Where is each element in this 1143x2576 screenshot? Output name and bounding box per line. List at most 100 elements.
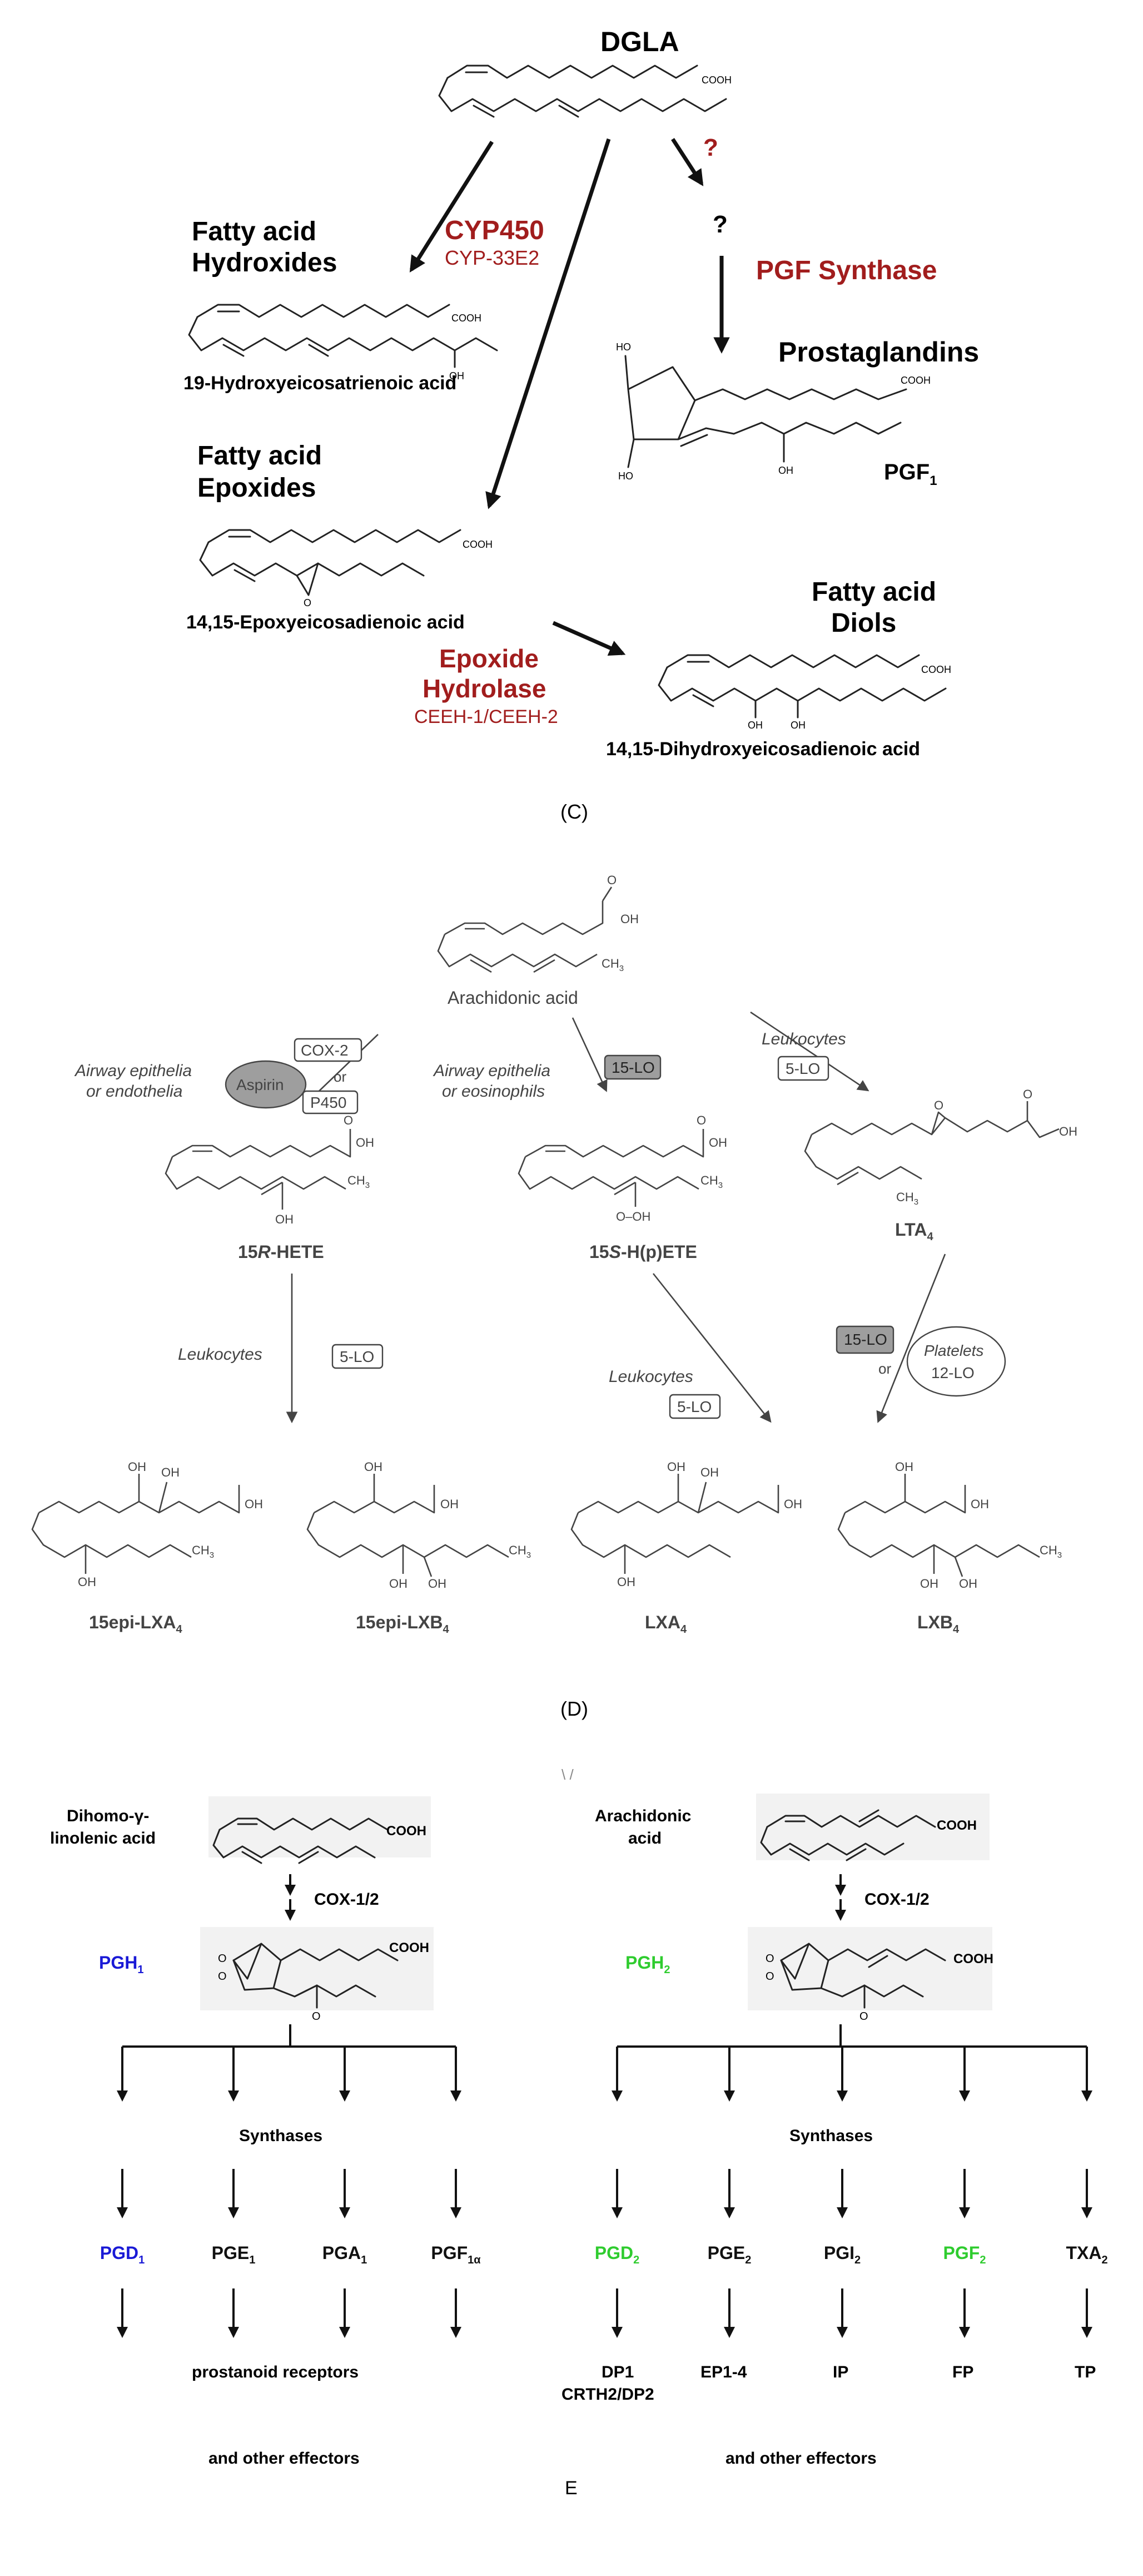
panel-d: OH O CH3 Arachidonic acid Airway epithel…	[0, 0, 1077, 1720]
epi-lxa4-oh-1: OH	[128, 1460, 146, 1474]
diol-structure	[658, 654, 947, 719]
left-branch-tree	[117, 2024, 461, 2102]
leukocytes-label-top: Leukocytes	[762, 1030, 846, 1048]
pgh2-cooh: COOH	[953, 1951, 993, 1966]
fatty-acid-hydroxides-label-1: Fatty acid	[192, 217, 316, 246]
epi-lxb4-oh-3: OH	[428, 1577, 446, 1591]
synthases-right: Synthases	[789, 2127, 873, 2145]
cox2-box	[294, 1038, 362, 1062]
hete15r-oh-acid: OH	[356, 1136, 374, 1150]
dgla-structure	[438, 65, 727, 118]
aspirin-oval	[225, 1060, 307, 1109]
left-product-arrows	[117, 2169, 461, 2218]
arrow-to-diols	[552, 621, 626, 656]
airway-eosinophils-label-1: Airway epithelia	[433, 1062, 550, 1080]
pgf1-ho-top: HO	[616, 341, 631, 353]
platelets-label: Platelets	[924, 1342, 983, 1359]
lta4-label: LTA4	[895, 1220, 933, 1243]
ceeh-label: CEEH-1/CEEH-2	[414, 706, 558, 727]
product-right-pge2: PGE2	[708, 2243, 752, 2266]
hete15r-structure	[165, 1129, 351, 1210]
lo5-label-mid: 5-LO	[677, 1398, 712, 1415]
arachidonic-label: Arachidonic acid	[448, 988, 578, 1008]
epoxy-name: 14,15-Epoxyeicosadienoic acid	[186, 612, 465, 633]
hpete15s-structure	[518, 1129, 704, 1207]
other-effectors-left: and other effectors	[208, 2449, 360, 2468]
lta4-structure	[804, 1101, 1060, 1186]
pgf1-label: PGF1	[884, 460, 937, 488]
epoxide-hydrolase-label-1: Epoxide	[439, 644, 539, 673]
hpete15s-ch3: CH3	[700, 1173, 723, 1190]
cox12-right: COX-1/2	[864, 1890, 930, 1909]
lta4-o: O	[934, 1098, 943, 1112]
epi-lxa4-oh-3: OH	[78, 1575, 96, 1589]
arrow-to-lxb4	[876, 1254, 946, 1423]
lxa4-oh-2: OH	[700, 1465, 719, 1479]
lxb4-oh-acid: OH	[971, 1497, 989, 1511]
receptor-ep: EP1-4	[700, 2363, 747, 2381]
platelets-oval	[906, 1326, 1006, 1397]
epi-lxa4-ch3: CH3	[192, 1543, 214, 1560]
lo12-label: 12-LO	[931, 1364, 975, 1381]
arachidonic-structure	[437, 886, 613, 973]
dgla-title: DGLA	[600, 26, 679, 57]
pgf1-structure	[624, 355, 907, 468]
pgf1-cooh: COOH	[901, 375, 931, 386]
fatty-acid-diols-label-2: Diols	[831, 608, 896, 638]
arachidonic-e-cooh: COOH	[937, 1818, 977, 1833]
panel-c-caption: (C)	[560, 800, 588, 823]
hete15r-ch3: CH3	[347, 1173, 370, 1190]
leukocytes-label-mid: Leukocytes	[609, 1368, 693, 1386]
fatty-acid-epoxides-label-1: Fatty acid	[197, 441, 322, 470]
fatty-acid-diols-label-1: Fatty acid	[812, 577, 936, 607]
diol-oh-1: OH	[748, 720, 763, 731]
epi-lxb4-ho: O	[0, 0, 1, 1]
epi-lxb4-ch3: CH3	[509, 1543, 531, 1560]
aspirin-label: Aspirin	[236, 1076, 284, 1093]
lxa4-oh-acid: OH	[784, 1497, 802, 1511]
epi-lxa4-oh-acid: OH	[245, 1497, 263, 1511]
hpete15s-label: 15S-H(p)ETE	[589, 1242, 697, 1262]
arachidonic-o: O	[607, 873, 617, 887]
cox12-left: COX-1/2	[314, 1890, 379, 1909]
lxb4-structure	[837, 1474, 1040, 1577]
unknown-intermediate-question: ?	[713, 211, 728, 238]
fatty-acid-hydroxides-label-2: Hydroxides	[192, 248, 337, 278]
epi-lxa4-ho: O	[0, 0, 1, 1]
airway-eosinophils-label-2: or eosinophils	[442, 1082, 545, 1101]
product-left-pgf1: PGF1α	[431, 2243, 481, 2266]
product-right-pgi2: PGI2	[824, 2243, 861, 2266]
receptor-ip: IP	[833, 2363, 848, 2381]
or-label-2: or	[878, 1360, 891, 1377]
receptor-crth2: CRTH2/DP2	[561, 2385, 654, 2404]
left-effector-arrows	[117, 2288, 461, 2338]
lxa4-oh-1: OH	[667, 1460, 685, 1474]
product-left-pgd1: PGD1	[100, 2243, 145, 2266]
pgh2-structure-bg	[748, 1927, 992, 2010]
leukocytes-label-left: Leukocytes	[178, 1345, 262, 1364]
epi-lxb4-structure	[306, 1474, 509, 1577]
arrow-to-15r-hete	[306, 1034, 379, 1103]
lo5-box-left	[331, 1344, 384, 1369]
lta4-ch3: CH3	[896, 1190, 918, 1207]
dihydroxy-name: 14,15-Dihydroxyeicosadienoic acid	[606, 739, 920, 760]
prostaglandins-label: Prostaglandins	[778, 336, 979, 368]
lxb4-label: LXB4	[917, 1612, 960, 1636]
lxb4-ch3: CH3	[1040, 1543, 1062, 1560]
epi-lxa4-structure	[31, 1474, 240, 1574]
panel-d-caption: (D)	[560, 1697, 588, 1720]
lo5-box-top	[777, 1056, 829, 1081]
hete15r-oh: OH	[275, 1212, 294, 1226]
epoxy-o: O	[304, 597, 311, 608]
pgh2-o-3: O	[859, 2010, 868, 2023]
lo5-label-top: 5-LO	[786, 1060, 820, 1077]
pgh2-structure	[780, 1943, 946, 2009]
lo15-box-right	[836, 1325, 894, 1354]
hpete15s-ooh: O–OH	[616, 1210, 650, 1223]
unknown-enzyme-red-question: ?	[703, 134, 718, 161]
right-branch-tree	[612, 2024, 1092, 2102]
lo5-box-mid	[669, 1394, 721, 1419]
cyp450-label: CYP450	[445, 216, 544, 245]
hete15r-label: 15R-HETE	[238, 1242, 324, 1262]
